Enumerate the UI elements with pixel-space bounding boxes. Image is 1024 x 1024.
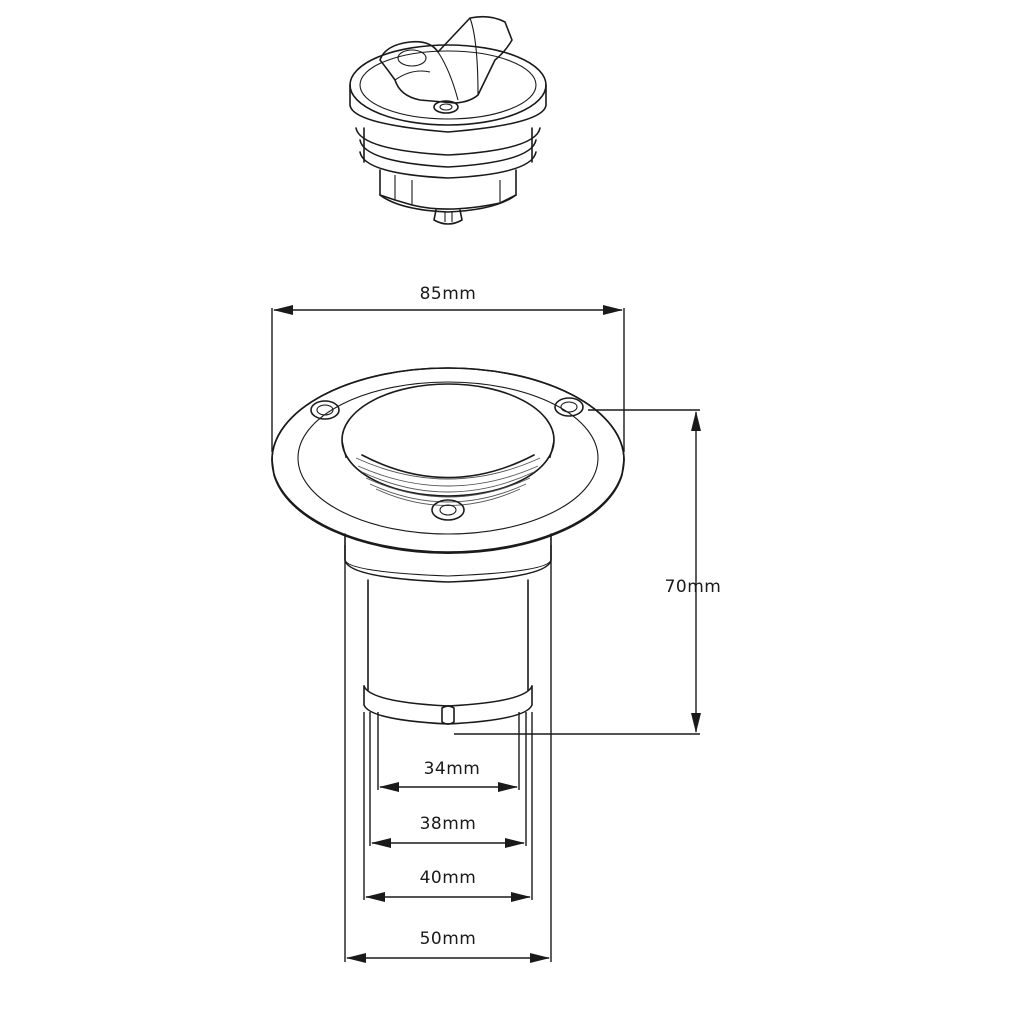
dimension-70mm: 70mm	[454, 409, 722, 735]
dimension-38mm: 38mm	[369, 712, 527, 848]
dimension-40mm: 40mm	[363, 712, 533, 902]
screw-hole-left	[310, 400, 340, 420]
dimension-34mm: 34mm	[377, 712, 520, 792]
dimension-85mm: 85mm	[271, 284, 625, 452]
base-drawing	[271, 367, 625, 725]
dim-label-85mm: 85mm	[420, 284, 477, 304]
dim-label-50mm: 50mm	[420, 929, 477, 949]
screw-hole-front	[431, 499, 465, 521]
dim-label-34mm: 34mm	[424, 759, 481, 779]
cap-drawing	[349, 15, 547, 225]
dimension-50mm: 50mm	[344, 545, 552, 963]
dim-label-40mm: 40mm	[420, 868, 477, 888]
screw-hole-right	[554, 397, 584, 417]
dim-label-38mm: 38mm	[420, 814, 477, 834]
dim-label-70mm: 70mm	[665, 577, 722, 597]
